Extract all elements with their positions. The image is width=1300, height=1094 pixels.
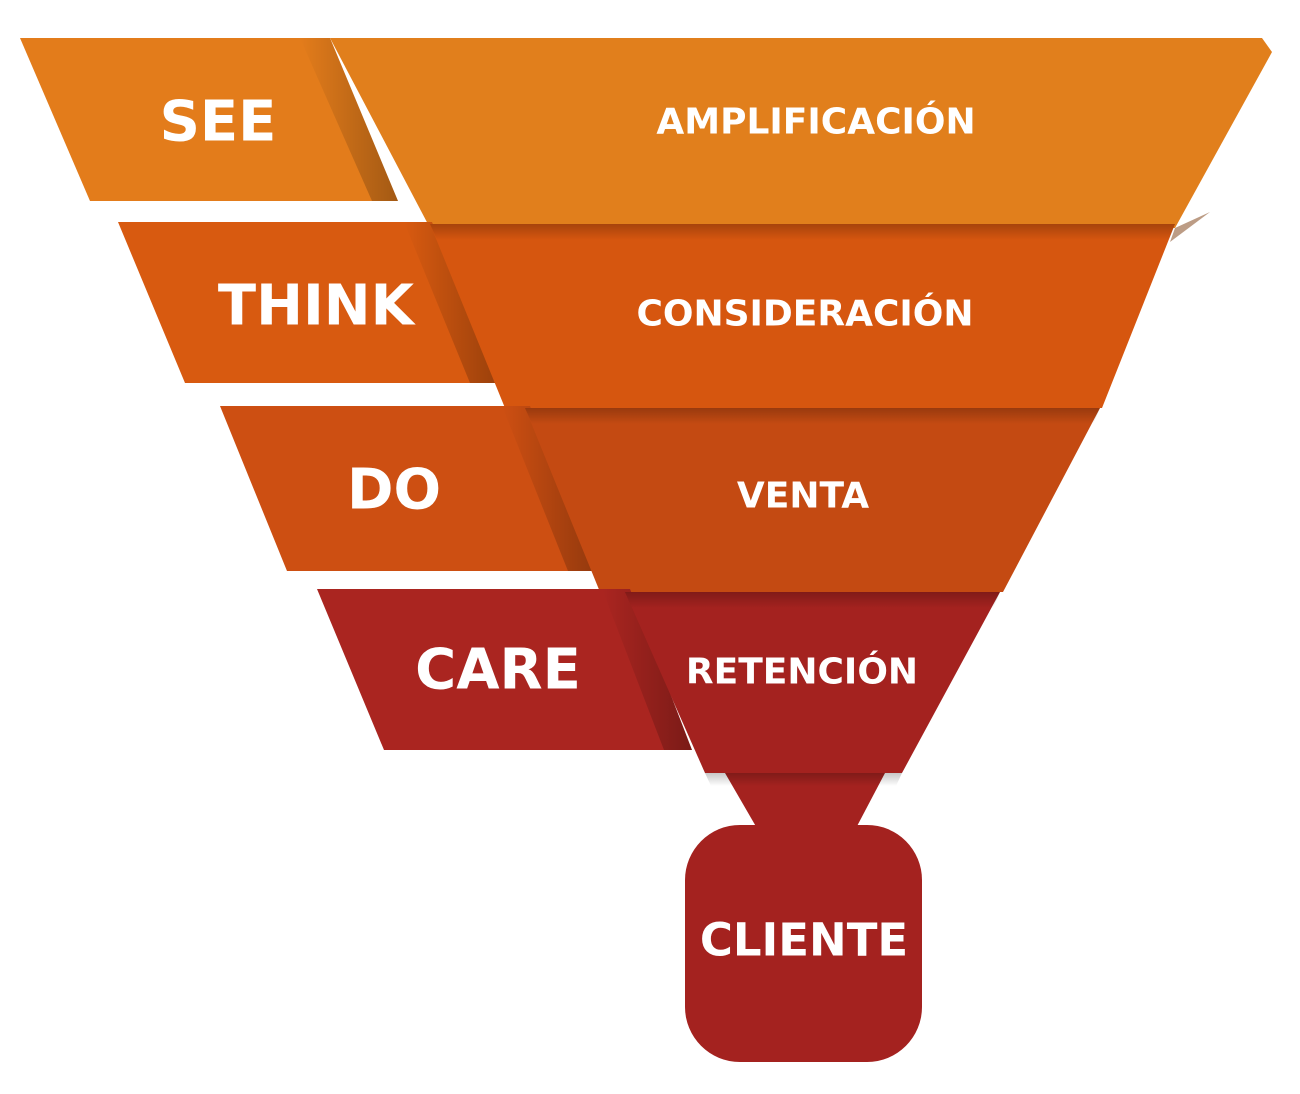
client-label: CLIENTE <box>700 914 908 967</box>
side-panel-seam-shadow <box>502 406 596 571</box>
spout-shadow <box>705 773 902 786</box>
stage-main-band <box>430 224 1175 408</box>
stage-label: THINK <box>218 274 417 339</box>
band-top-shadow <box>525 408 1100 424</box>
funnel-stage-think: THINK CONSIDERACIÓN <box>118 222 1175 408</box>
funnel-outcome: CLIENTE <box>685 773 922 1062</box>
funnel-stage-see: SEE AMPLIFICACIÓN <box>20 38 1272 242</box>
stage-side-panel <box>20 38 398 201</box>
stage-side-panel <box>118 222 497 383</box>
funnel-stage-care: CARE RETENCIÓN <box>317 589 1000 773</box>
band-top-shadow <box>625 592 1000 608</box>
client-box <box>685 825 922 1062</box>
phase-label: RETENCIÓN <box>686 651 918 693</box>
stage-label: CARE <box>415 638 581 703</box>
phase-label: VENTA <box>737 476 869 517</box>
stage-side-panel <box>317 589 692 750</box>
stage-main-band <box>625 592 1000 773</box>
stage-label: DO <box>347 458 441 523</box>
side-panel-seam-shadow <box>300 38 398 201</box>
side-panel-seam-shadow <box>404 222 497 383</box>
phase-label: CONSIDERACIÓN <box>636 293 973 335</box>
stage-side-panel <box>220 406 596 571</box>
phase-label: AMPLIFICACIÓN <box>656 101 975 143</box>
stage-main-band <box>525 408 1100 592</box>
funnel-stage-do: DO VENTA <box>220 406 1100 592</box>
band-top-shadow <box>430 224 1175 240</box>
band-fold-shadow <box>1170 212 1210 242</box>
stage-main-band <box>330 38 1272 228</box>
funnel-spout <box>725 773 885 830</box>
stage-label: SEE <box>160 90 277 155</box>
side-panel-seam-shadow <box>602 589 692 750</box>
